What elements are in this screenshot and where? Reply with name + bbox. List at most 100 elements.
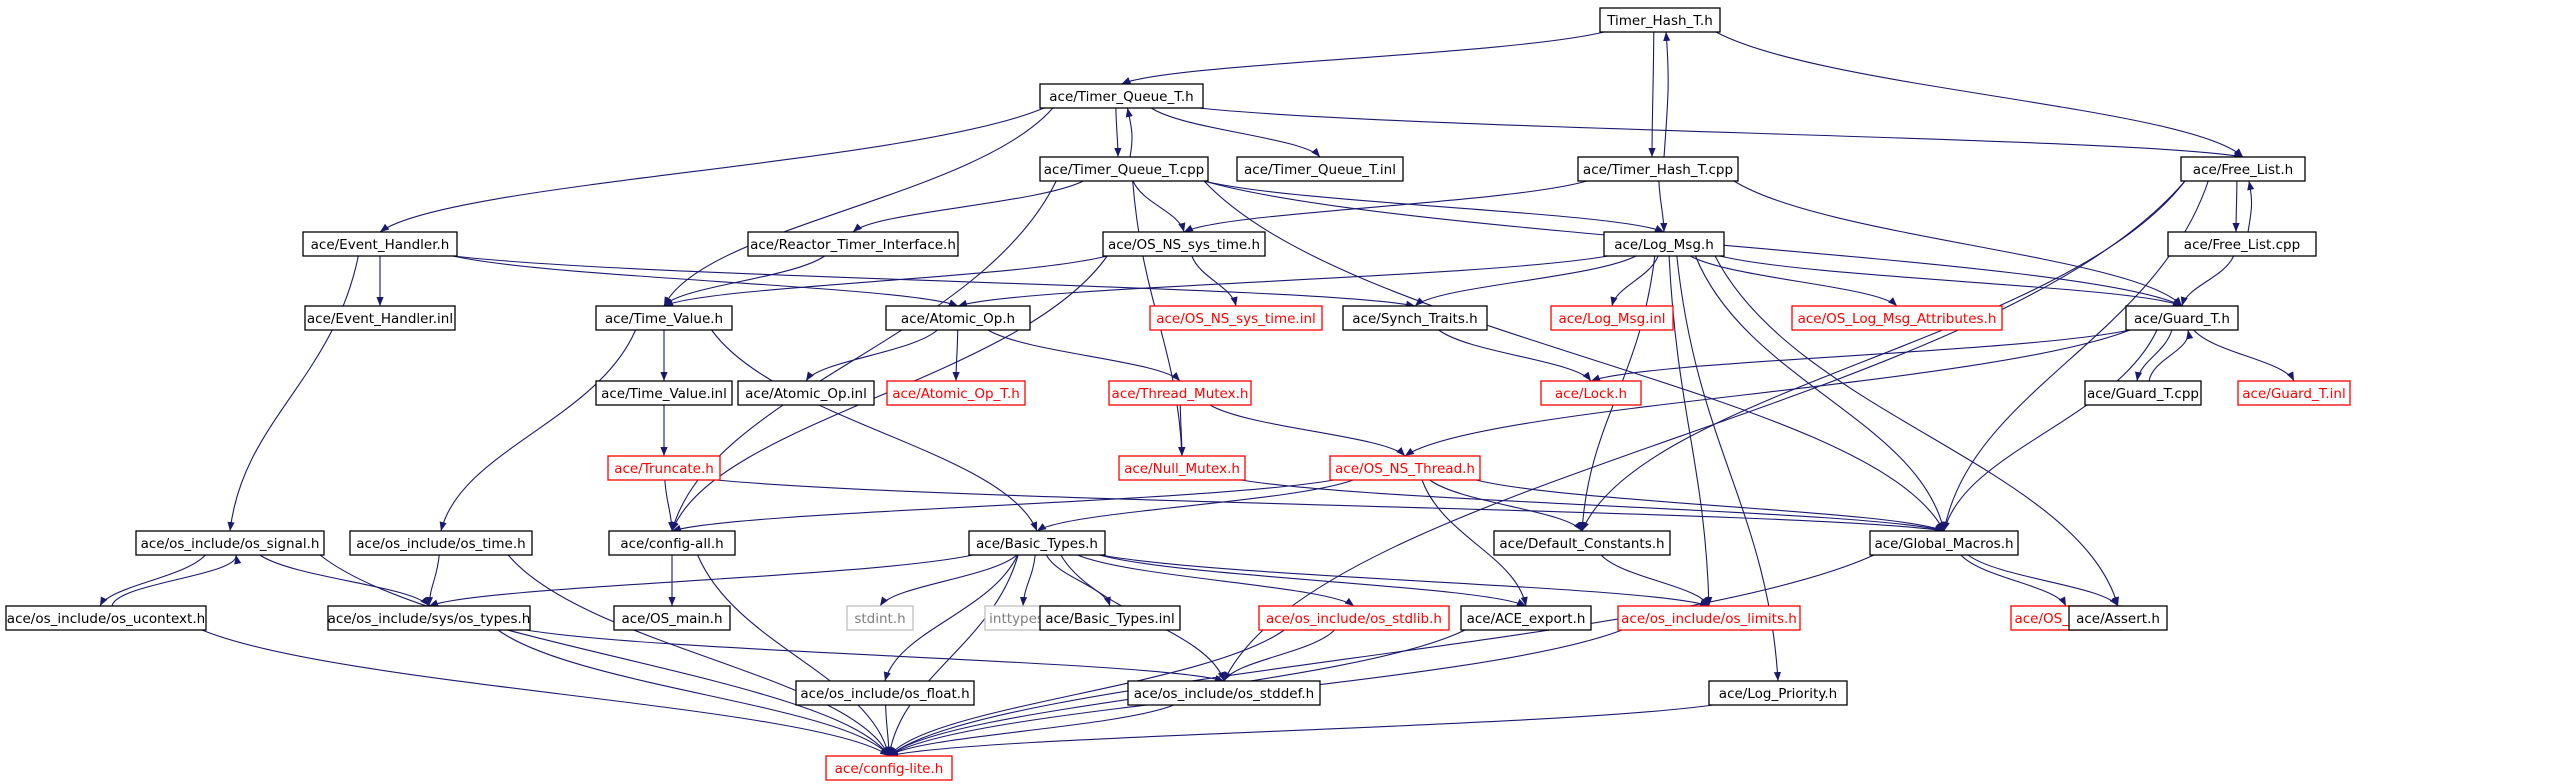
edge-ace-synch-traits-h-to-ace-lock-h [1438, 329, 1592, 382]
edge-ace-timer-hash-t-cpp-to-ace-log-msg-h [1658, 180, 1668, 233]
node-box [302, 231, 458, 257]
graph-node-ace-config-lite-h[interactable]: ace/config-lite.h [825, 755, 953, 781]
graph-node-ace-guard-t-h[interactable]: ace/Guard_T.h [2125, 305, 2239, 331]
edge-ace-atomic-op-h-to-ace-atomic-op-t-h [952, 329, 960, 382]
node-box [595, 380, 733, 406]
node-box [1708, 680, 1848, 706]
graph-node-ace-ace-export-h[interactable]: ace/ACE_export.h [1460, 605, 1592, 631]
graph-node-ace-lock-h[interactable]: ace/Lock.h [1540, 380, 1642, 406]
graph-node-ace-default-constants-h[interactable]: ace/Default_Constants.h [1493, 530, 1671, 556]
graph-node-timer-hash-t-h[interactable]: Timer_Hash_T.h [1599, 7, 1721, 33]
graph-node-ace-os-main-h[interactable]: ace/OS_main.h [613, 605, 731, 631]
edge-ace-log-msg-h-to-ace-global-macros-h [1694, 255, 1946, 532]
graph-node-ace-os-include-os-time-h[interactable]: ace/os_include/os_time.h [349, 530, 533, 556]
graph-node-ace-os-include-os-stdlib-h[interactable]: ace/os_include/os_stdlib.h [1258, 605, 1450, 631]
graph-node-ace-log-priority-h[interactable]: ace/Log_Priority.h [1708, 680, 1848, 706]
node-label: ace/Guard_T.cpp [2087, 386, 2199, 402]
graph-node-ace-log-msg-h[interactable]: ace/Log_Msg.h [1603, 231, 1725, 257]
edge-ace-log-msg-h-to-ace-log-msg-inl [1610, 255, 1659, 307]
edge-ace-os-include-os-stdlib-h-to-ace-os-include-os-stddef-h [1223, 629, 1335, 682]
node-box [1617, 605, 1801, 631]
edge-ace-os-include-sys-os-types-h-to-ace-os-include-os-stddef-h [525, 629, 1225, 682]
edge-ace-time-value-h-to-ace-basic-types-h [711, 329, 1038, 532]
graph-node-ace-os-include-sys-os-types-h[interactable]: ace/os_include/sys/os_types.h [327, 605, 531, 631]
graph-node-ace-timer-queue-t-inl[interactable]: ace/Timer_Queue_T.inl [1236, 156, 1404, 182]
edge-ace-timer-queue-t-cpp-to-ace-global-macros-h [1203, 180, 1945, 532]
node-box [327, 605, 531, 631]
node-box [1127, 680, 1321, 706]
node-box [1108, 380, 1252, 406]
edge-ace-os-ns-thread-h-to-ace-ace-export-h [1421, 479, 1528, 607]
graph-node-ace-reactor-timer-interface-h[interactable]: ace/Reactor_Timer_Interface.h [747, 231, 959, 257]
graph-node-ace-assert-h[interactable]: ace/Assert.h [2068, 605, 2168, 631]
edge-ace-os-include-os-ucontext-h-to-ace-config-lite-h [201, 629, 890, 757]
graph-node-ace-time-value-h[interactable]: ace/Time_Value.h [595, 305, 733, 331]
graph-node-ace-os-include-os-signal-h[interactable]: ace/os_include/os_signal.h [135, 530, 325, 556]
graph-node-ace-time-value-inl[interactable]: ace/Time_Value.inl [595, 380, 733, 406]
node-label: ace/os_include/sys/os_types.h [328, 611, 531, 627]
edge-ace-free-list-cpp-to-ace-free-list-h [2247, 180, 2255, 233]
graph-node-ace-timer-hash-t-cpp[interactable]: ace/Timer_Hash_T.cpp [1577, 156, 1739, 182]
graph-node-ace-os-include-os-float-h[interactable]: ace/os_include/os_float.h [795, 680, 975, 706]
node-label: ace/OS_main.h [621, 611, 722, 627]
node-label: ace/Atomic_Op.inl [745, 386, 867, 402]
graph-node-ace-config-all-h[interactable]: ace/config-all.h [608, 530, 736, 556]
graph-node-ace-os-ns-thread-h[interactable]: ace/OS_NS_Thread.h [1329, 455, 1481, 481]
edge-ace-atomic-op-h-to-ace-thread-mutex-h [987, 329, 1181, 382]
node-box [607, 455, 721, 481]
graph-node-ace-atomic-op-inl[interactable]: ace/Atomic_Op.inl [737, 380, 875, 406]
edge-ace-timer-queue-t-cpp-to-ace-os-ns-sys-time-h [1132, 180, 1186, 233]
graph-node-ace-free-list-cpp[interactable]: ace/Free_List.cpp [2167, 231, 2317, 257]
node-box [304, 305, 456, 331]
node-box [825, 755, 953, 781]
node-label: ace/Thread_Mutex.h [1112, 386, 1249, 402]
node-box [846, 605, 914, 631]
graph-node-ace-event-handler-h[interactable]: ace/Event_Handler.h [302, 231, 458, 257]
graph-node-ace-free-list-h[interactable]: ace/Free_List.h [2180, 156, 2306, 182]
graph-node-ace-guard-t-cpp[interactable]: ace/Guard_T.cpp [2084, 380, 2202, 406]
graph-node-ace-synch-traits-h[interactable]: ace/Synch_Traits.h [1342, 305, 1488, 331]
edge-ace-reactor-timer-interface-h-to-ace-time-value-h [663, 255, 825, 307]
graph-node-ace-atomic-op-t-h[interactable]: ace/Atomic_Op_T.h [886, 380, 1026, 406]
graph-node-ace-thread-mutex-h[interactable]: ace/Thread_Mutex.h [1108, 380, 1252, 406]
edge-ace-os-ns-thread-h-to-ace-global-macros-h [1475, 479, 1945, 532]
edge-ace-guard-t-h-to-ace-guard-t-inl [2193, 329, 2295, 382]
graph-node-ace-os-include-os-ucontext-h[interactable]: ace/os_include/os_ucontext.h [5, 605, 207, 631]
graph-node-ace-timer-queue-t-cpp[interactable]: ace/Timer_Queue_T.cpp [1039, 156, 1209, 182]
graph-node-ace-log-msg-inl[interactable]: ace/Log_Msg.inl [1550, 305, 1674, 331]
graph-node-ace-truncate-h[interactable]: ace/Truncate.h [607, 455, 721, 481]
graph-node-ace-basic-types-inl[interactable]: ace/Basic_Types.inl [1039, 605, 1181, 631]
graph-node-ace-os-log-msg-attributes-h[interactable]: ace/OS_Log_Msg_Attributes.h [1791, 305, 2003, 331]
node-label: ace/Truncate.h [614, 461, 714, 477]
node-label: ace/os_include/os_stdlib.h [1266, 611, 1442, 627]
node-label: ace/Timer_Queue_T.inl [1244, 162, 1396, 178]
graph-node-ace-global-macros-h[interactable]: ace/Global_Macros.h [1869, 530, 2019, 556]
node-label: ace/Log_Msg.h [1614, 237, 1714, 253]
node-label: ace/Log_Priority.h [1719, 686, 1837, 702]
node-label: ace/OS_NS_sys_time.h [1108, 237, 1260, 253]
node-label: ace/Reactor_Timer_Interface.h [750, 237, 956, 253]
node-label: ace/OS_NS_sys_time.inl [1156, 311, 1316, 327]
edge-ace-guard-t-cpp-to-ace-guard-t-h [2148, 329, 2194, 382]
graph-node-ace-null-mutex-h[interactable]: ace/Null_Mutex.h [1118, 455, 1246, 481]
edge-ace-free-list-cpp-to-ace-guard-t-h [2180, 255, 2235, 307]
edge-ace-timer-queue-t-cpp-to-ace-reactor-timer-interface-h [852, 180, 1084, 233]
edge-ace-os-ns-thread-h-to-ace-basic-types-h [1036, 479, 1354, 532]
edge-ace-guard-t-h-to-ace-lock-h [1590, 329, 2131, 382]
edge-ace-log-msg-h-to-ace-assert-h [1714, 255, 2119, 607]
graph-node-ace-os-ns-sys-time-h[interactable]: ace/OS_NS_sys_time.h [1102, 231, 1266, 257]
graph-node-ace-os-include-os-limits-h[interactable]: ace/os_include/os_limits.h [1617, 605, 1801, 631]
node-box [1869, 530, 2019, 556]
node-label: ace/Default_Constants.h [1499, 536, 1664, 552]
node-box [5, 605, 207, 631]
graph-node-ace-basic-types-h[interactable]: ace/Basic_Types.h [968, 530, 1106, 556]
graph-node-ace-atomic-op-h[interactable]: ace/Atomic_Op.h [885, 305, 1031, 331]
graph-node-ace-timer-queue-t-h[interactable]: ace/Timer_Queue_T.h [1039, 83, 1204, 109]
graph-node-ace-os-include-os-stddef-h[interactable]: ace/os_include/os_stddef.h [1127, 680, 1321, 706]
edge-ace-log-priority-h-to-ace-config-lite-h [888, 704, 1714, 758]
node-label: ace/ACE_export.h [1467, 611, 1586, 627]
graph-node-ace-event-handler-inl[interactable]: ace/Event_Handler.inl [304, 305, 456, 331]
graph-node-ace-guard-t-inl[interactable]: ace/Guard_T.inl [2237, 380, 2351, 406]
node-label: ace/config-all.h [620, 536, 723, 552]
graph-node-ace-os-ns-sys-time-inl[interactable]: ace/OS_NS_sys_time.inl [1149, 305, 1323, 331]
